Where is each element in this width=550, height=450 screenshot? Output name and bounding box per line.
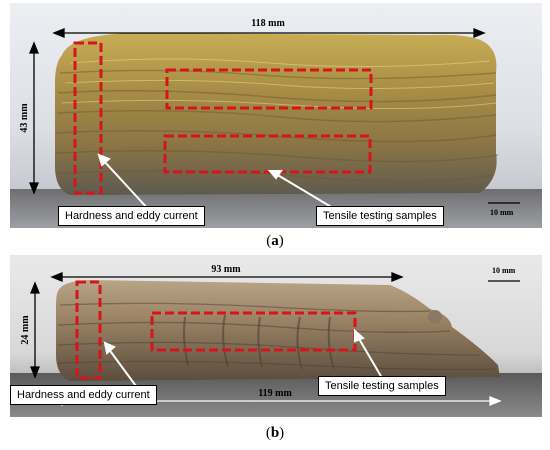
hardness-region-b (75, 280, 102, 380)
tensile-region-lower-a (163, 134, 372, 174)
pointer-arrows-a (97, 153, 339, 212)
hardness-region-a (73, 41, 103, 195)
photo-panel-a: 118 mm 43 mm Hardness and eddy current T… (10, 3, 542, 228)
panel-a-figure: 118 mm 43 mm (10, 18, 542, 228)
top-width-dimension-b (50, 272, 404, 282)
scale-label-b: 10 mm (492, 266, 516, 275)
height-dimension-b (30, 281, 40, 379)
tensile-region-upper-a (165, 68, 373, 110)
pointer-arrows-b (103, 328, 383, 387)
top-width-label-b: 93 mm (211, 264, 241, 275)
deposit-end-knob (428, 310, 442, 324)
deposit-block-b (56, 280, 500, 381)
hardness-label-b: Hardness and eddy current (10, 385, 157, 405)
caption-b: (b) (265, 425, 285, 441)
height-dimension-a (29, 41, 39, 195)
height-label-a: 43 mm (19, 103, 30, 133)
deposit-layers-a (55, 69, 499, 183)
width-dimension-a (52, 28, 486, 38)
height-label-b: 24 mm (20, 315, 31, 345)
hardness-label-a: Hardness and eddy current (58, 206, 205, 226)
bottom-width-label-b: 119 mm (258, 388, 292, 399)
caption-a: (a) (266, 233, 284, 249)
scale-label-a: 10 mm (490, 208, 514, 217)
width-label-a: 118 mm (251, 18, 285, 29)
photo-panel-b: 93 mm 24 mm 119 mm Hardness (10, 255, 542, 417)
tensile-label-b: Tensile testing samples (318, 376, 446, 396)
tensile-label-a: Tensile testing samples (316, 206, 444, 226)
